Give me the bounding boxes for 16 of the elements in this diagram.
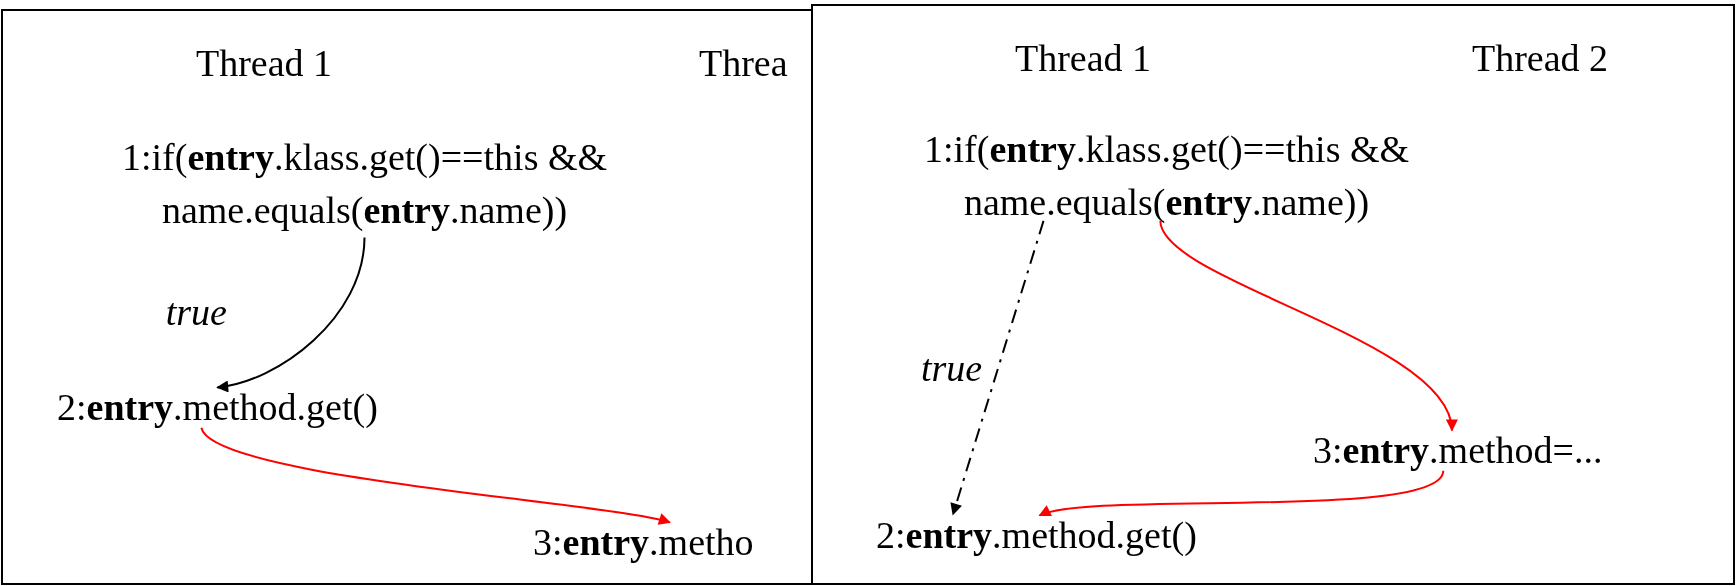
code-statement: 3:entry.method=... (1313, 424, 1603, 478)
thread-heading: Thread 1 (196, 41, 333, 85)
arrow (200, 426, 671, 526)
panel-frame (811, 4, 1735, 585)
arrow (216, 236, 366, 392)
thread-heading: Thread 2 (1472, 36, 1609, 80)
code-statement: 2:entry.method.get() (57, 381, 378, 435)
code-statement: 1:if(entry.klass.get()==this && name.equals(entry.name)) (859, 123, 1474, 230)
code-statement: 2:entry.method.get() (876, 509, 1197, 563)
code-statement: 1:if(entry.klass.get()==this && name.equals(entry.name)) (57, 131, 672, 238)
arrow (950, 219, 1045, 516)
thread-heading: Threa (699, 41, 788, 85)
thread-heading: Thread 1 (1015, 36, 1152, 80)
arrow (1159, 219, 1456, 432)
code-statement: 3:entry.metho (533, 516, 754, 570)
arrow (1038, 469, 1445, 519)
